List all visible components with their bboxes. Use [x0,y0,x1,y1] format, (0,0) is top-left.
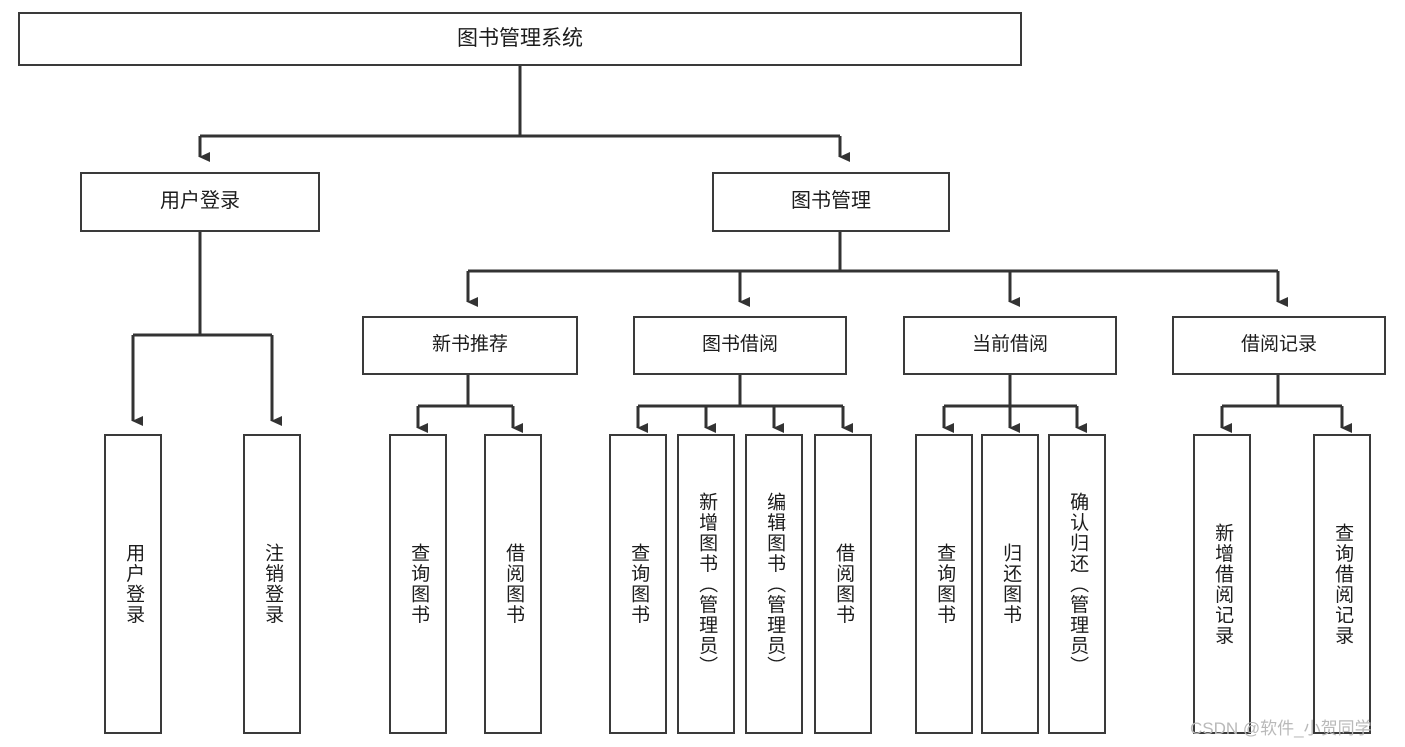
leaf-label: 新增图书（管理员） [696,491,718,677]
leaf-label: 注销登录 [262,543,284,625]
leaf-current-borrow-1[interactable]: 查询图书 [915,434,973,734]
leaf-book-borrow-2[interactable]: 新增图书（管理员） [677,434,735,734]
leaf-borrow-record-2[interactable]: 查询借阅记录 [1313,434,1371,734]
leaf-new-book-1[interactable]: 查询图书 [389,434,447,734]
leaf-borrow-record-1[interactable]: 新增借阅记录 [1193,434,1251,734]
node-current-borrow[interactable]: 当前借阅 [903,316,1117,375]
leaf-new-book-2[interactable]: 借阅图书 [484,434,542,734]
node-user-login[interactable]: 用户登录 [80,172,320,232]
leaf-user-login-2[interactable]: 注销登录 [243,434,301,734]
leaf-label: 借阅图书 [503,543,525,625]
leaf-label: 查询图书 [408,543,430,625]
leaf-label: 用户登录 [123,543,145,625]
node-root[interactable]: 图书管理系统 [18,12,1022,66]
leaf-label: 编辑图书（管理员） [764,491,786,677]
leaf-book-borrow-3[interactable]: 编辑图书（管理员） [745,434,803,734]
leaf-label: 归还图书 [1000,543,1022,625]
node-new-book-recommend-label: 新书推荐 [431,334,508,356]
leaf-label: 查询借阅记录 [1332,522,1354,646]
node-root-label: 图书管理系统 [457,26,583,50]
node-borrow-record-label: 借阅记录 [1240,334,1317,356]
node-book-manage[interactable]: 图书管理 [712,172,950,232]
leaf-label: 查询图书 [628,543,650,625]
leaf-label: 确认归还（管理员） [1067,491,1089,677]
node-borrow-record[interactable]: 借阅记录 [1172,316,1386,375]
node-new-book-recommend[interactable]: 新书推荐 [362,316,578,375]
node-current-borrow-label: 当前借阅 [971,334,1048,356]
leaf-book-borrow-1[interactable]: 查询图书 [609,434,667,734]
node-user-login-label: 用户登录 [160,190,240,213]
leaf-label: 查询图书 [934,543,956,625]
leaf-current-borrow-2[interactable]: 归还图书 [981,434,1039,734]
node-book-borrow-label: 图书借阅 [701,334,778,356]
node-book-manage-label: 图书管理 [791,190,871,213]
leaf-book-borrow-4[interactable]: 借阅图书 [814,434,872,734]
leaf-user-login-1[interactable]: 用户登录 [104,434,162,734]
node-book-borrow[interactable]: 图书借阅 [633,316,847,375]
leaf-current-borrow-3[interactable]: 确认归还（管理员） [1048,434,1106,734]
leaf-label: 借阅图书 [833,543,855,625]
leaf-label: 新增借阅记录 [1212,522,1234,646]
